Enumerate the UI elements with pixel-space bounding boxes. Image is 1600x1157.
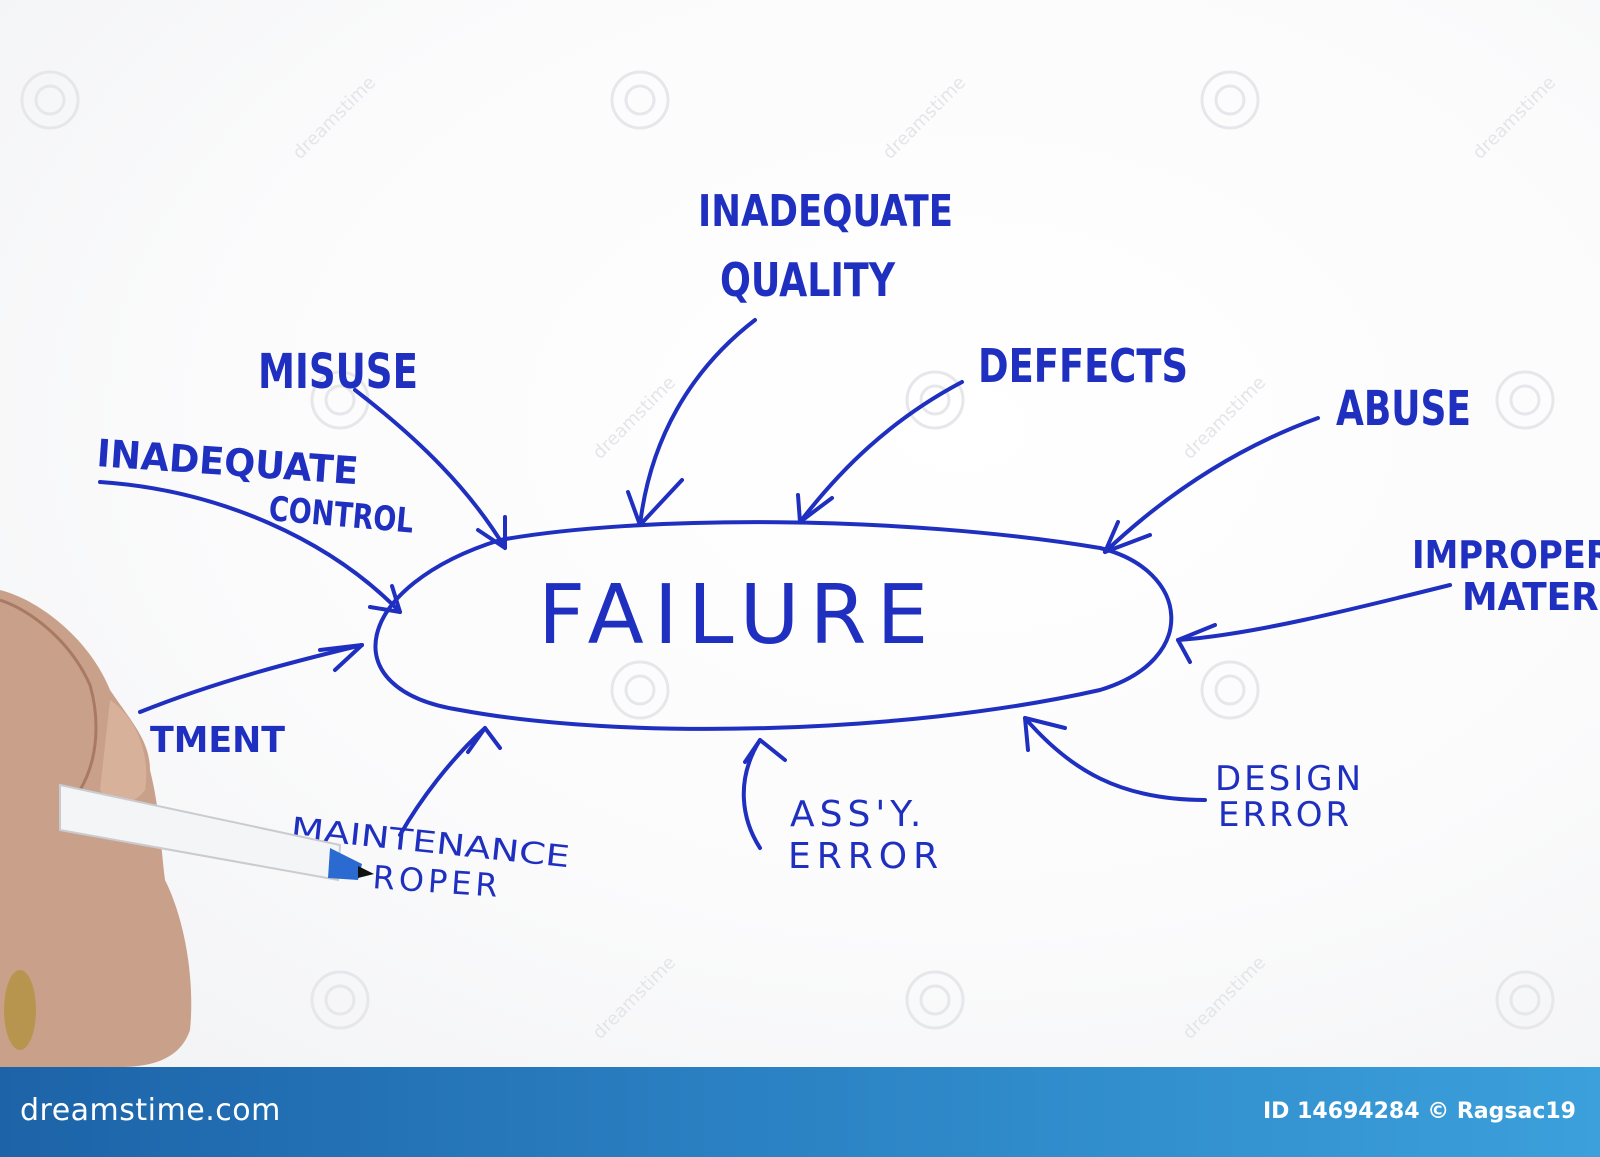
failure-mind-map: dreamstime dreamstime dreamstime dreamst… bbox=[0, 70, 1600, 1067]
watermark-text: dreamstime bbox=[289, 72, 380, 163]
label-maintenance-2: ROPER bbox=[371, 858, 503, 905]
label-deffects: DEFFECTS bbox=[978, 339, 1188, 393]
cause-labels: INADEQUATE QUALITY MISUSE DEFFECTS ABUSE… bbox=[95, 186, 1600, 905]
watermark-text: dreamstime bbox=[1179, 952, 1270, 1043]
watermark-text: dreamstime bbox=[1179, 372, 1270, 463]
label-design-error-1: DESIGN bbox=[1215, 759, 1364, 799]
cause-arrows bbox=[98, 318, 1452, 850]
footer-bar: dreamstime.com ID 14694284 © Ragsac19 bbox=[0, 1067, 1600, 1157]
failure-ellipse bbox=[373, 520, 1174, 731]
label-inadequate-quality-1: INADEQUATE bbox=[698, 186, 953, 237]
label-misuse: MISUSE bbox=[258, 344, 418, 400]
watermark-text: dreamstime bbox=[879, 72, 970, 163]
footer-brand[interactable]: dreamstime.com bbox=[20, 1093, 281, 1128]
footer-id-credit: ID 14694284 © Ragsac19 bbox=[1262, 1099, 1576, 1124]
hand-with-marker bbox=[0, 590, 374, 1067]
label-treatment: TMENT bbox=[150, 720, 285, 761]
watermark-text: dreamstime bbox=[589, 372, 680, 463]
failure-label: FAILURE bbox=[538, 568, 938, 663]
watermark-text: dreamstime bbox=[1469, 72, 1560, 163]
label-assy-error-1: ASS'Y. bbox=[790, 794, 926, 835]
label-abuse: ABUSE bbox=[1336, 381, 1471, 437]
label-assy-error-2: ERROR bbox=[788, 836, 944, 877]
label-improper-material-1: IMPROPER bbox=[1412, 533, 1600, 577]
watermark-text: dreamstime bbox=[589, 952, 680, 1043]
label-design-error-2: ERROR bbox=[1218, 795, 1352, 835]
photo: dreamstime dreamstime dreamstime dreamst… bbox=[0, 0, 1600, 1067]
label-improper-material-2: MATERI bbox=[1462, 575, 1600, 619]
label-inadequate-quality-2: QUALITY bbox=[720, 253, 896, 307]
